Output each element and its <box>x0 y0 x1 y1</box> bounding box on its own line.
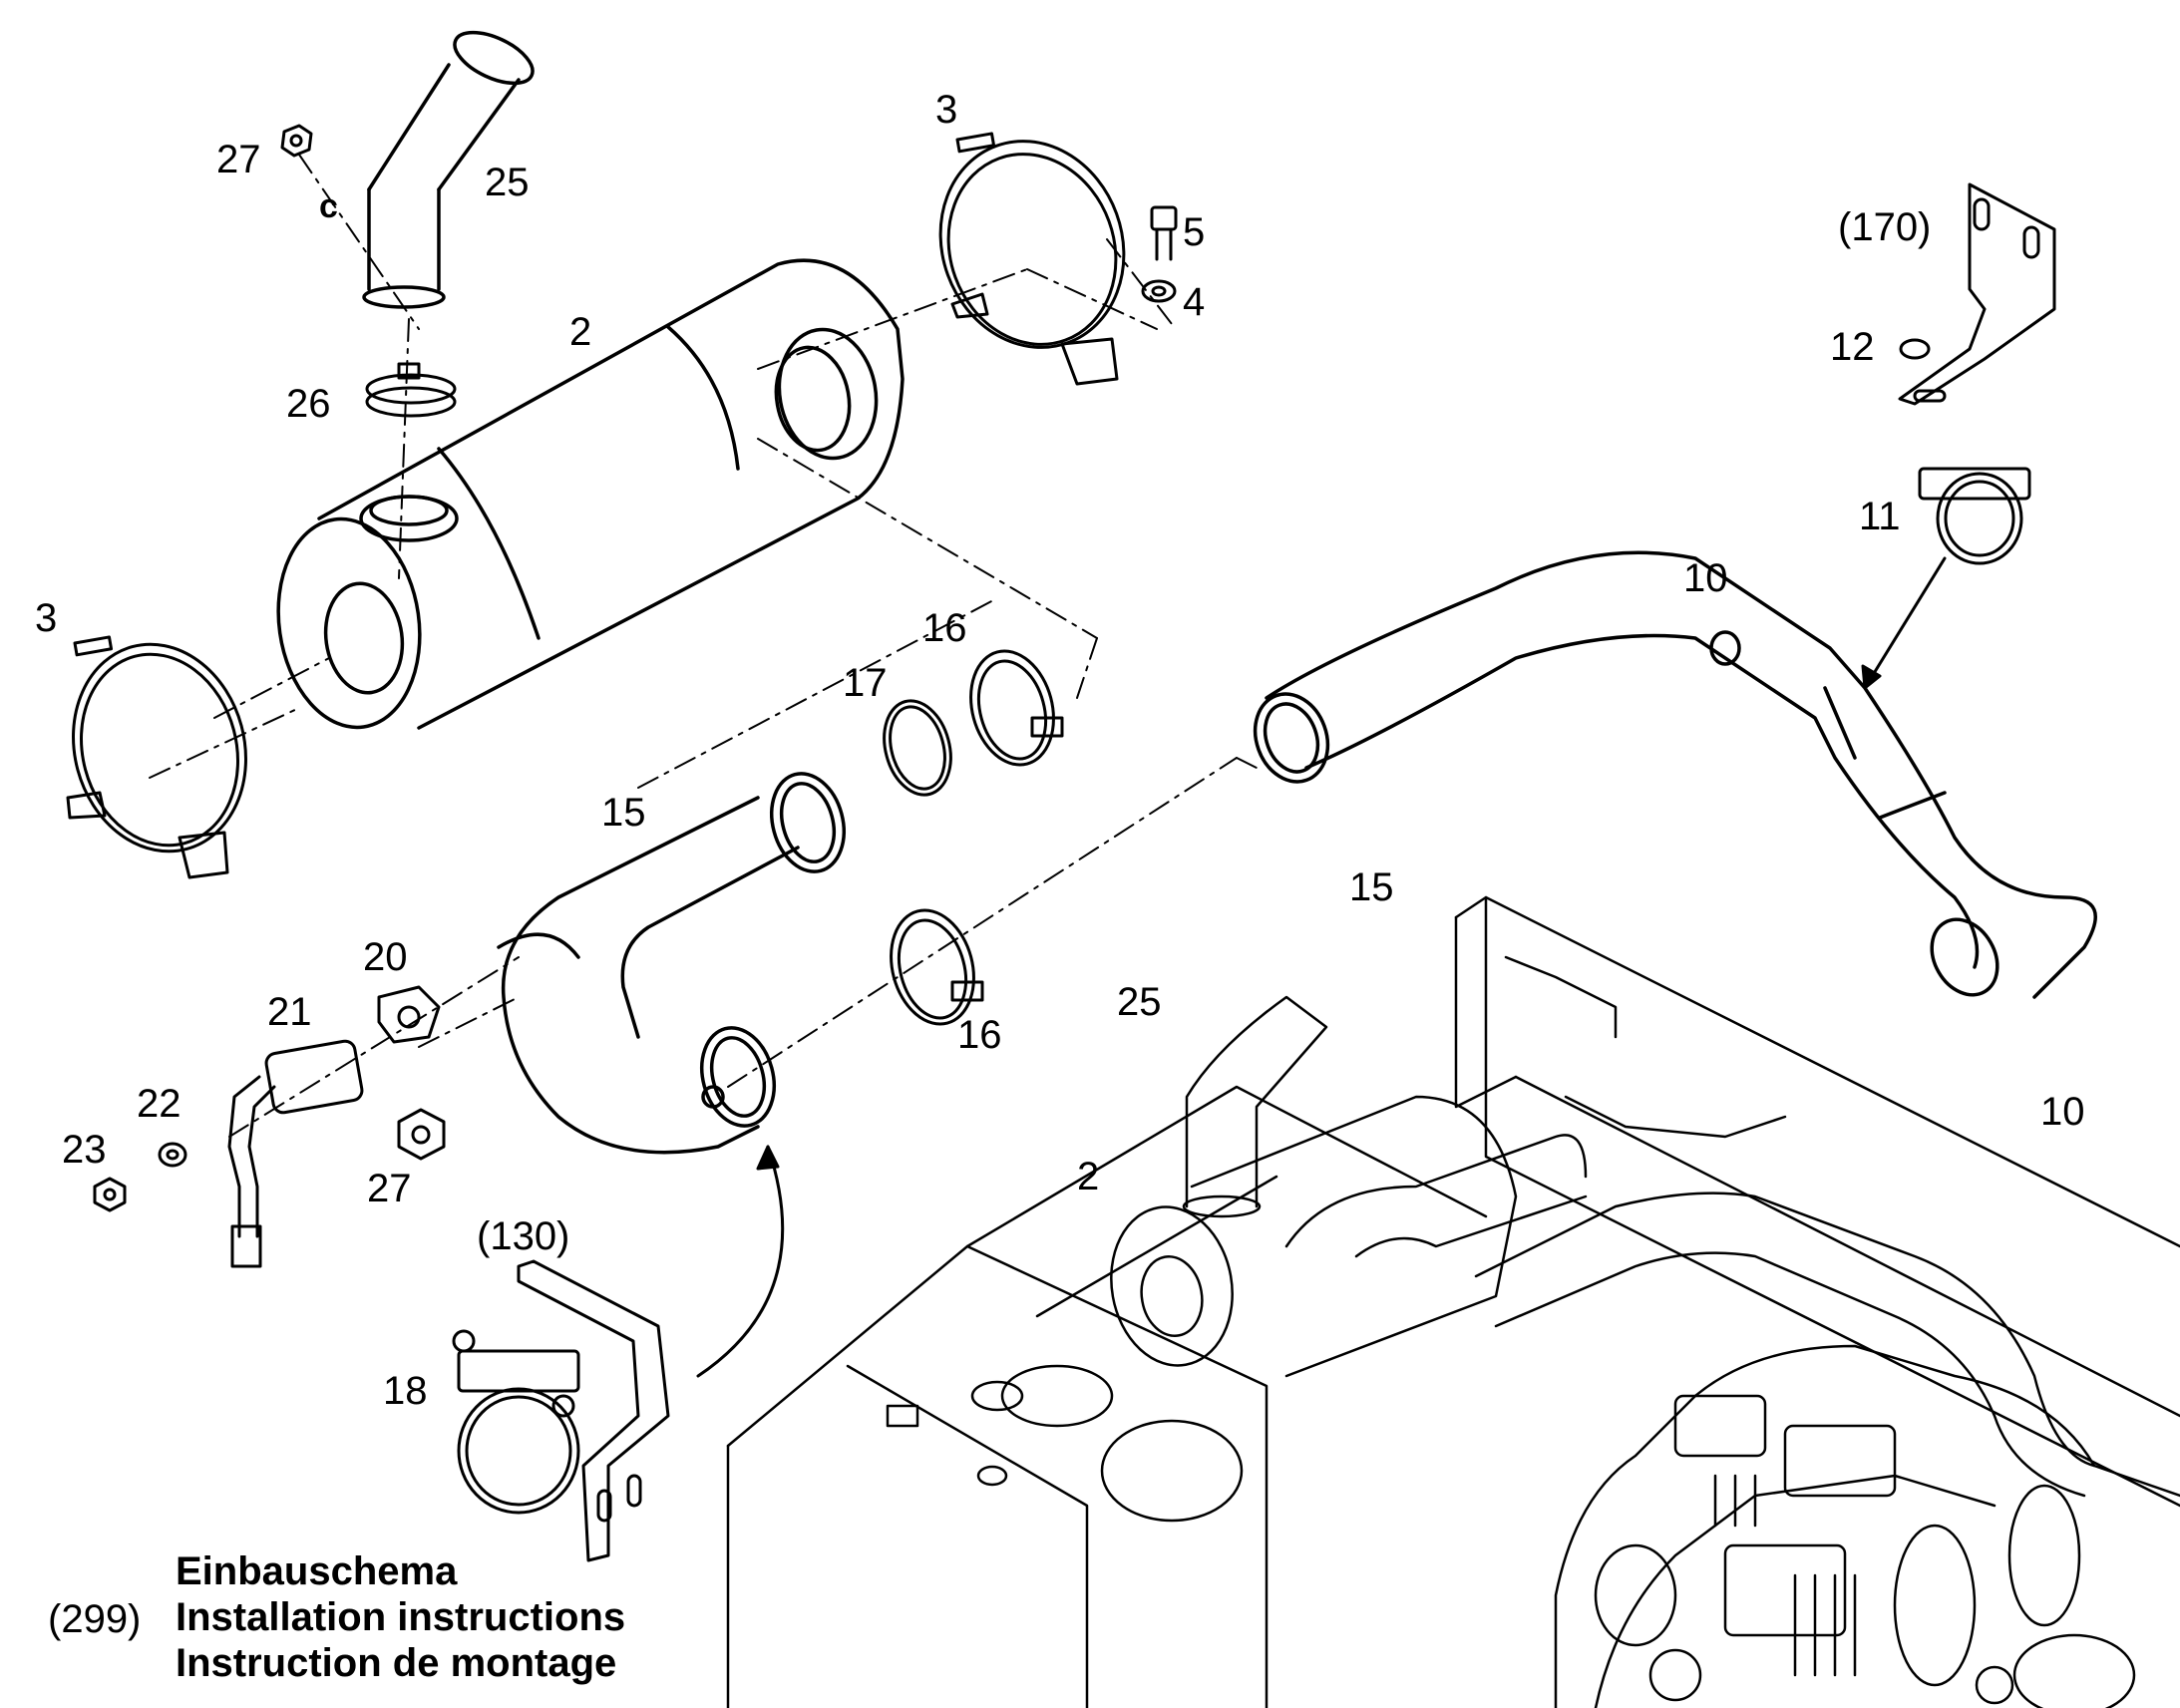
strap-clamp-part-3-top <box>938 132 1126 386</box>
callout-10-bottom: 10 <box>2040 1090 2085 1134</box>
callout-26: 26 <box>286 382 331 426</box>
callout-18: 18 <box>383 1369 428 1413</box>
callout-20: 20 <box>363 935 408 979</box>
washer-part-22 <box>158 1142 187 1168</box>
callout-c: c <box>319 187 338 225</box>
callout-23: 23 <box>62 1128 107 1172</box>
muffler-part-2 <box>276 258 905 730</box>
nut-part-27-top <box>280 124 313 158</box>
installation-view <box>726 895 2180 1708</box>
exhaust-pipe-part-15-top <box>497 772 846 1155</box>
bracket-part-170 <box>1898 182 2056 406</box>
seal-ring-part-17 <box>883 699 952 797</box>
sensor-part-21 <box>227 1039 364 1268</box>
washer-part-12 <box>1899 338 1931 360</box>
legend-reference: (299) <box>48 1597 142 1641</box>
callout-15-top: 15 <box>601 791 646 835</box>
gasket-part-20 <box>377 985 441 1044</box>
callout-3-left: 3 <box>35 596 58 640</box>
callout-12: 12 <box>1830 325 1875 369</box>
callout-25-top: 25 <box>485 161 530 204</box>
callout-3-top: 3 <box>935 88 958 132</box>
callout-27-bottom: 27 <box>367 1167 412 1210</box>
exhaust-pipe-part-10-top <box>1253 550 2097 999</box>
callout-170: (170) <box>1838 205 1932 249</box>
washer-part-4 <box>1141 279 1177 303</box>
callout-2-bottom: 2 <box>1077 1155 1100 1198</box>
callout-16-top: 16 <box>922 606 967 650</box>
bolt-part-5 <box>1150 205 1178 261</box>
callout-2-top: 2 <box>569 310 592 354</box>
legend-line-en: Installation instructions <box>176 1595 626 1639</box>
callout-130: (130) <box>477 1214 570 1258</box>
callout-10-top: 10 <box>1683 556 1728 600</box>
elbow-pipe-part-25 <box>362 30 535 309</box>
alignment-lines <box>149 154 1258 1138</box>
v-clamp-part-16-bottom <box>890 908 984 1026</box>
callout-22: 22 <box>137 1082 182 1126</box>
clamp-part-18 <box>452 1329 580 1515</box>
callout-16-bottom: 16 <box>957 1013 1002 1057</box>
bracket-part-130 <box>517 1259 670 1562</box>
nut-part-23 <box>93 1177 127 1212</box>
arrow-bracket-170-to-pipe <box>1861 556 1947 690</box>
callout-5: 5 <box>1183 210 1206 254</box>
legend-line-de: Einbauschema <box>176 1549 458 1593</box>
arrow-pipe-15-to-bracket <box>696 1145 785 1378</box>
legend-lines: Einbauschema Installation instructions I… <box>176 1551 625 1689</box>
clamp-part-11 <box>1918 467 2031 565</box>
nut-part-27-bottom <box>397 1108 446 1161</box>
callout-17: 17 <box>843 661 888 705</box>
clamp-part-26 <box>365 362 457 418</box>
v-clamp-part-16-top <box>969 649 1064 767</box>
callout-4: 4 <box>1183 280 1206 324</box>
callout-27-top: 27 <box>216 138 261 181</box>
callout-25-bottom: 25 <box>1117 980 1162 1024</box>
callout-11: 11 <box>1859 495 1901 538</box>
strap-clamp-part-3-left <box>66 635 247 879</box>
legend-line-fr: Instruction de montage <box>176 1641 617 1685</box>
callout-15-bottom: 15 <box>1349 865 1394 909</box>
callout-21: 21 <box>267 990 312 1034</box>
